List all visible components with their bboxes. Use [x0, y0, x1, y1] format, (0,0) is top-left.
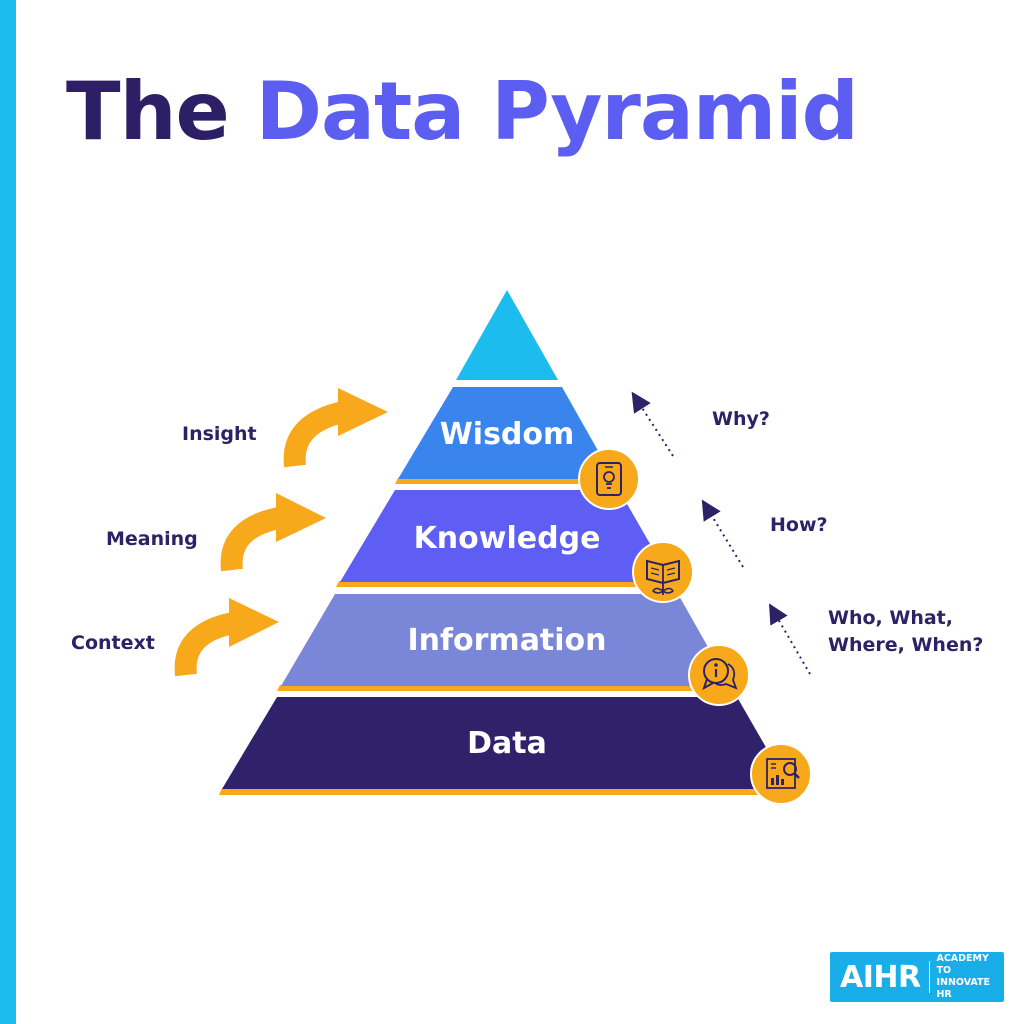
- context-label: Context: [71, 632, 155, 654]
- wisdom-label: Wisdom: [440, 417, 575, 452]
- tablet-lightbulb-icon: [578, 448, 640, 510]
- why-arrow-icon: [631, 391, 674, 457]
- knowledge-tier: [340, 490, 672, 582]
- data-tier: [222, 697, 790, 789]
- page-title: The Data Pyramid: [66, 72, 859, 152]
- information-tier: [281, 594, 730, 686]
- logo-mark: AIHR: [840, 959, 921, 995]
- how-arrow-icon: [701, 499, 744, 568]
- chart-magnifier-icon: [750, 743, 812, 805]
- pyramid-apex: [456, 290, 558, 380]
- information-label: Information: [407, 623, 606, 658]
- open-book-plant-icon: [632, 541, 694, 603]
- logo-divider: [928, 961, 931, 993]
- info-speech-bubble-icon: [688, 644, 750, 706]
- who-what-arrow-icon: [768, 603, 811, 675]
- wisdom-tier: [398, 387, 614, 479]
- logo-subtitle: ACADEMY TO INNOVATE HR: [936, 953, 991, 1000]
- where-when-question-line2: Where, When?: [828, 634, 983, 656]
- insight-label: Insight: [182, 423, 257, 445]
- data-label: Data: [467, 726, 547, 761]
- knowledge-tier-underline: [336, 581, 673, 587]
- how-question: How?: [770, 514, 828, 536]
- title-word-the: The: [66, 65, 230, 158]
- knowledge-label: Knowledge: [414, 521, 601, 556]
- left-accent-bar: [0, 0, 16, 1024]
- data-tier-underline: [219, 788, 793, 795]
- meaning-label: Meaning: [106, 528, 198, 550]
- why-question: Why?: [712, 408, 770, 430]
- aihr-logo: AIHR ACADEMY TO INNOVATE HR: [830, 952, 1004, 1002]
- who-what-question-line1: Who, What,: [828, 607, 953, 629]
- meaning-arrow-icon: [220, 493, 326, 572]
- title-word-data-pyramid: Data Pyramid: [255, 65, 859, 158]
- context-arrow-icon: [174, 598, 279, 677]
- insight-arrow-icon: [283, 388, 388, 468]
- information-tier-underline: [277, 685, 732, 691]
- wisdom-tier-underline: [395, 478, 615, 484]
